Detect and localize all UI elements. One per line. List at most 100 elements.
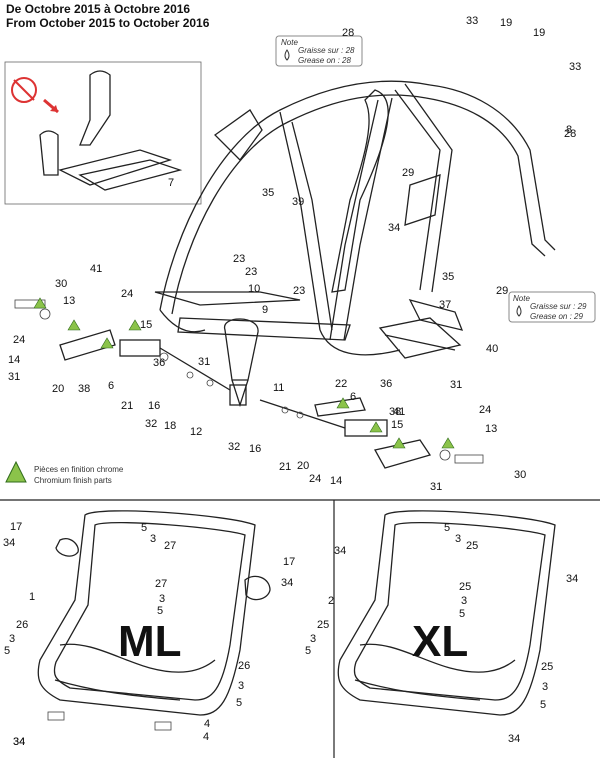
callout-number: 21 xyxy=(279,461,291,473)
callout-number: 29 xyxy=(496,285,508,297)
callout-number: 16 xyxy=(249,443,261,455)
callout-number: 11 xyxy=(273,382,284,394)
callout-number: 17 xyxy=(10,521,22,533)
callout-number: 3 xyxy=(310,633,316,645)
callout-number: 31 xyxy=(198,356,210,368)
callout-number: 26 xyxy=(238,660,250,672)
prohibited-icon xyxy=(11,77,37,103)
grease-drop-icon xyxy=(516,305,522,317)
callout-number: 30 xyxy=(55,278,67,290)
callout-number: 21 xyxy=(121,400,133,412)
note-box-1: Note Graisse sur : 28 Grease on : 28 xyxy=(275,35,363,67)
callout-number: 29 xyxy=(402,167,414,179)
callout-number: 38 xyxy=(389,406,401,418)
callout-number: 5 xyxy=(444,522,450,534)
callout-number: 3 xyxy=(461,595,467,607)
callout-number: 37 xyxy=(439,299,451,311)
callout-number: 35 xyxy=(262,187,274,199)
callout-number: 27 xyxy=(164,540,176,552)
legend-fr: Pièces en finition chrome xyxy=(34,465,124,474)
callout-number: 25 xyxy=(317,619,329,631)
callout-number: 34 xyxy=(388,222,400,234)
callout-number: 3 xyxy=(455,533,461,545)
callout-number: 34 xyxy=(13,736,25,748)
callout-number: 19 xyxy=(533,27,545,39)
callout-number: 5 xyxy=(305,645,311,657)
grease-drop-icon xyxy=(284,49,290,61)
note-2-label: Note xyxy=(513,294,530,303)
callout-number: 25 xyxy=(466,540,478,552)
callout-number: 5 xyxy=(157,605,163,617)
callout-number: 31 xyxy=(8,371,20,383)
callout-number: 36 xyxy=(380,378,392,390)
callout-number: 9 xyxy=(262,304,268,316)
callout-number: 36 xyxy=(153,357,165,369)
note-box-2: Note Graisse sur : 29 Grease on : 29 xyxy=(508,291,596,323)
callout-number: 2 xyxy=(328,595,334,607)
callout-number: 4 xyxy=(204,718,210,730)
chrome-markers xyxy=(33,297,455,449)
inset-detail-box xyxy=(4,61,202,205)
callout-number: 14 xyxy=(8,354,20,366)
callout-number: 23 xyxy=(233,253,245,265)
callout-number: 41 xyxy=(393,406,405,418)
callout-number: 8 xyxy=(566,124,572,136)
callout-number: 34 xyxy=(334,545,346,557)
callout-number: 18 xyxy=(164,420,176,432)
size-label-ml: ML xyxy=(118,617,182,666)
callout-number: 5 xyxy=(4,645,10,657)
callout-number: 24 xyxy=(121,288,133,300)
note-1-fr: Graisse sur : 28 xyxy=(298,46,355,55)
callout-number: 5 xyxy=(540,699,546,711)
callout-number: 24 xyxy=(309,473,321,485)
callout-number: 1 xyxy=(29,591,35,603)
callout-number: 5 xyxy=(141,522,147,534)
callout-number: 3 xyxy=(159,593,165,605)
callout-number: 3 xyxy=(9,633,15,645)
callout-number: 13 xyxy=(485,423,497,435)
roll-bar-frame xyxy=(154,80,556,356)
callout-number: 24 xyxy=(13,334,25,346)
callout-number: 20 xyxy=(297,460,309,472)
header-title-en: From October 2015 to October 2016 xyxy=(6,16,210,30)
callout-number: 23 xyxy=(293,285,305,297)
callout-number: 41 xyxy=(90,263,102,275)
callout-number: 34 xyxy=(13,736,25,748)
seat-belt-assembly xyxy=(224,299,464,408)
callout-number: 7 xyxy=(168,177,174,189)
callout-number: 19 xyxy=(500,17,512,29)
callout-number: 20 xyxy=(52,383,64,395)
size-label-xl: XL xyxy=(412,617,468,666)
callout-number: 10 xyxy=(248,283,260,295)
callout-number: 31 xyxy=(430,481,442,493)
left-shaft-assembly xyxy=(14,299,231,391)
callout-number: 28 xyxy=(564,128,576,140)
callout-number: 5 xyxy=(459,608,465,620)
callout-number: 13 xyxy=(63,295,75,307)
callout-number: 25 xyxy=(459,581,471,593)
callout-number: 34 xyxy=(281,577,293,589)
callout-number: 40 xyxy=(486,343,498,355)
note-2-fr: Graisse sur : 29 xyxy=(530,302,587,311)
note-1-en: Grease on : 28 xyxy=(298,56,351,65)
note-1-label: Note xyxy=(281,38,298,47)
note-2-en: Grease on : 29 xyxy=(530,312,583,321)
callout-number: 5 xyxy=(236,697,242,709)
callout-number: 25 xyxy=(541,661,553,673)
callout-number: 15 xyxy=(140,319,152,331)
right-shaft-assembly xyxy=(259,397,484,469)
callout-number: 30 xyxy=(514,469,526,481)
callout-number: 23 xyxy=(245,266,257,278)
callout-number: 17 xyxy=(283,556,295,568)
chrome-finish-icon xyxy=(5,460,27,483)
callout-number: 32 xyxy=(228,441,240,453)
callout-number: 12 xyxy=(190,426,202,438)
callout-number: 34 xyxy=(3,537,15,549)
callout-number: 3 xyxy=(542,681,548,693)
callout-number: 3 xyxy=(150,533,156,545)
callout-number: 3 xyxy=(238,680,244,692)
callout-number: 31 xyxy=(450,379,462,391)
